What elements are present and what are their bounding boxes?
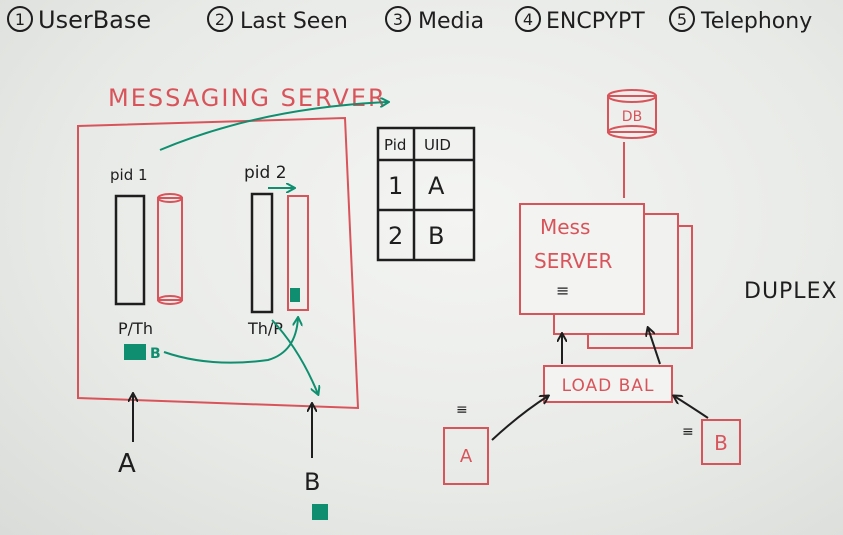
delivered-message-icon <box>312 504 328 520</box>
topic-list: 1 UserBase 2 Last Seen 3 Media 4 ENCPYPT… <box>7 6 812 34</box>
scaled-architecture: DB Mess SERVER ≡ LOAD BAL A ≡ B ≡ DUPLEX <box>443 89 838 485</box>
arrow-b-to-lb <box>674 396 709 419</box>
topic-4: 4 ENCPYPT <box>515 6 645 34</box>
topic-number-circle <box>7 6 33 32</box>
topic-number: 4 <box>523 10 533 29</box>
proc1-label: P/Th <box>118 319 153 338</box>
messaging-server-title: MESSAGING SERVER <box>108 84 387 112</box>
topic-number-circle <box>515 6 541 32</box>
topic-label: Telephony <box>700 9 812 34</box>
load-balancer-label: LOAD BAL <box>562 376 655 396</box>
pid1-label: pid 1 <box>110 166 148 184</box>
arrow-a-to-lb <box>491 396 548 441</box>
arrow-deliver-b <box>271 319 318 394</box>
table-cell: B <box>428 222 444 250</box>
topic-label: Media <box>418 9 484 34</box>
topic-number: 2 <box>215 10 225 29</box>
table-cell: A <box>428 172 445 200</box>
client-a-label: A <box>118 449 136 479</box>
topic-number-circle <box>385 6 411 32</box>
pid2-label: pid 2 <box>244 163 287 183</box>
topic-number: 5 <box>677 10 687 29</box>
arrow-route-message <box>163 318 298 364</box>
server-box <box>77 116 360 410</box>
message-tag: B <box>150 346 161 362</box>
table-border <box>376 126 476 262</box>
mess-server-line2: SERVER <box>534 249 612 273</box>
queue1-cylinder <box>157 193 183 305</box>
client-b-label: B <box>304 468 320 496</box>
message-icon <box>124 344 146 360</box>
topic-2: 2 Last Seen <box>207 6 348 34</box>
pid-uid-table: Pid UID 1 A 2 B <box>376 126 476 262</box>
proc2-label: Th/P <box>247 319 283 338</box>
topic-label: Last Seen <box>240 9 348 34</box>
arrow-lb-to-server-2 <box>648 328 661 365</box>
db-cylinder: DB <box>607 89 657 139</box>
client-a-box <box>443 427 489 485</box>
mess-server-box <box>519 203 645 315</box>
client-b-box <box>701 419 741 465</box>
process1-box <box>114 194 146 306</box>
topic-5: 5 Telephony <box>669 6 812 34</box>
queue2 <box>287 195 309 311</box>
table-header-pid: Pid <box>384 136 406 154</box>
topic-number-circle <box>669 6 695 32</box>
topic-label: ENCPYPT <box>546 9 645 34</box>
db-label: DB <box>622 109 642 125</box>
load-balancer-box <box>543 365 673 403</box>
messaging-server-block: MESSAGING SERVER pid 1 pid 2 P/Th Th/P B… <box>77 84 388 520</box>
table-header-uid: UID <box>424 136 451 154</box>
mess-server-line1: Mess <box>540 215 590 239</box>
client-b-mark: ≡ <box>682 424 694 440</box>
mess-server-mark: ≡ <box>556 281 569 300</box>
queued-message <box>290 288 300 302</box>
topic-number-circle <box>207 6 233 32</box>
arrow-to-table <box>159 102 388 151</box>
client-a-mark: ≡ <box>456 402 468 418</box>
duplex-label: DUPLEX <box>744 279 838 304</box>
table-cell: 2 <box>388 222 403 250</box>
topic-3: 3 Media <box>385 6 484 34</box>
topic-number: 3 <box>393 10 403 29</box>
client-a-box-label: A <box>460 446 473 467</box>
client-b-box-label: B <box>714 431 728 455</box>
topic-number: 1 <box>15 10 25 29</box>
topic-label: UserBase <box>38 6 151 34</box>
process2-box <box>250 192 274 314</box>
table-cell: 1 <box>388 172 403 200</box>
topic-1: 1 UserBase <box>7 6 151 34</box>
